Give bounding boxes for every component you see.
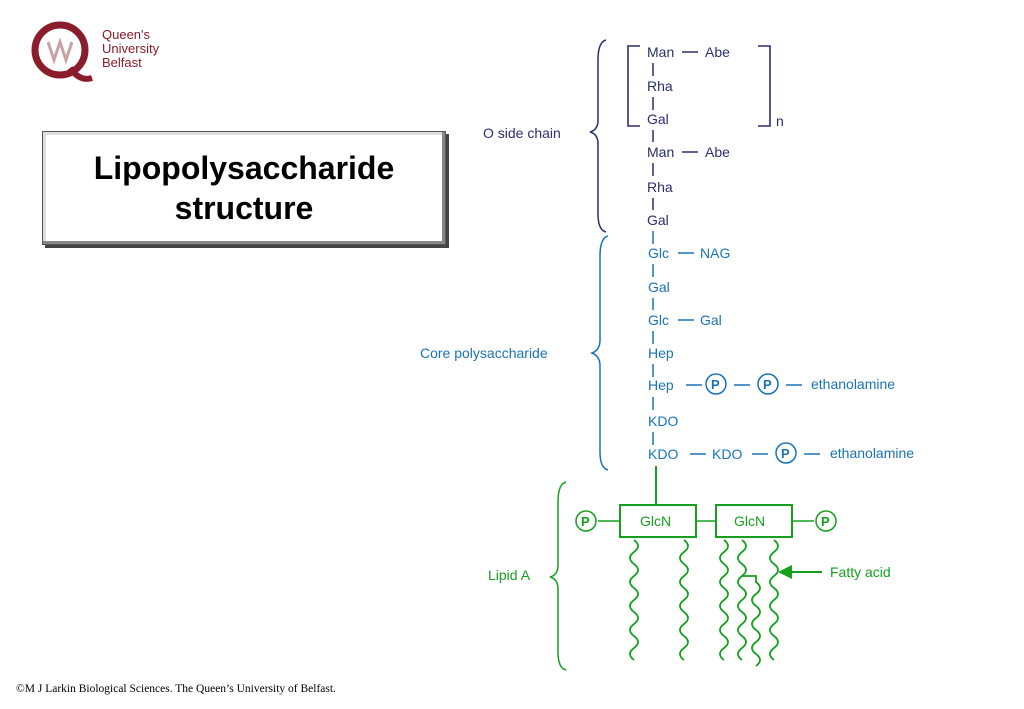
phosphate-icon [815,510,837,532]
fatty-acid-chain-5 [769,539,779,661]
unit-abe-1: Abe [705,44,730,60]
unit-man-1: Man [647,44,674,60]
repeat-n-label: n [776,113,784,129]
page-title-line1: Lipopolysaccharide [93,150,395,186]
logo-crest-icon [31,21,93,82]
phosphate-icon [705,373,727,395]
footer-copyright: ©M J Larkin Biological Sciences. The Que… [16,683,336,695]
phosphate-label-2: P [763,377,772,392]
o-side-chain-brace [589,39,607,233]
page-title-line2: structure [174,190,314,226]
title-box: Lipopolysaccharide structure [42,131,446,245]
unit-kdo-3: KDO [712,446,742,462]
phosphate-icon [575,510,597,532]
logo-line2: Belfast [102,55,142,70]
unit-glcn-2: GlcN [734,513,765,529]
unit-gal-4: Gal [700,312,722,328]
repeat-bracket-left [627,45,640,127]
unit-gal-3: Gal [648,279,670,295]
phosphate-icon [757,373,779,395]
unit-gal-1: Gal [647,111,669,127]
unit-abe-2: Abe [705,144,730,160]
unit-hep-1: Hep [648,345,674,361]
unit-rha-2: Rha [647,179,673,195]
unit-kdo-2: KDO [648,446,678,462]
unit-gal-2: Gal [647,212,669,228]
o-side-chain-label: O side chain [483,125,561,141]
fatty-acid-chain-4 [737,539,747,661]
unit-man-2: Man [647,144,674,160]
repeat-bracket-right [758,45,771,127]
core-group: Core polysaccharide Glc NAG Gal Glc Gal … [420,231,914,471]
unit-glc-1: Glc [648,245,669,261]
lipid-a-group: Lipid A P GlcN GlcN P Fatty acid [488,466,891,671]
phosphate-label-1: P [711,377,720,392]
logo-line1: Queen's University [102,27,160,56]
lipid-a-label: Lipid A [488,567,531,583]
o-side-chain-group: O side chain n Man Abe Rha Gal Man Abe R… [483,39,784,233]
fatty-acid-branch [742,575,761,667]
unit-kdo-1: KDO [648,413,678,429]
fatty-acid-chain-3 [719,539,729,661]
core-label: Core polysaccharide [420,345,548,361]
unit-glc-2: Glc [648,312,669,328]
unit-hep-2: Hep [648,377,674,393]
university-logo: Queen's University Belfast [30,20,200,90]
phosphate-label-3: P [781,446,790,461]
lipid-phosphate-right: P [821,514,830,529]
core-brace [589,235,609,471]
phosphate-icon [775,442,797,464]
arrow-head-icon [778,565,792,579]
fatty-acid-label: Fatty acid [830,564,891,580]
logo-text: Queen's University Belfast [102,28,200,70]
unit-glcn-1: GlcN [640,513,671,529]
fatty-acid-chain-2 [679,539,689,661]
fatty-acid-chain-1 [629,539,639,661]
lipid-a-brace [549,481,567,671]
unit-rha-1: Rha [647,78,673,94]
ethanolamine-label-2: ethanolamine [830,445,914,461]
lipid-phosphate-left: P [581,514,590,529]
ethanolamine-label-1: ethanolamine [811,376,895,392]
unit-nag: NAG [700,245,730,261]
